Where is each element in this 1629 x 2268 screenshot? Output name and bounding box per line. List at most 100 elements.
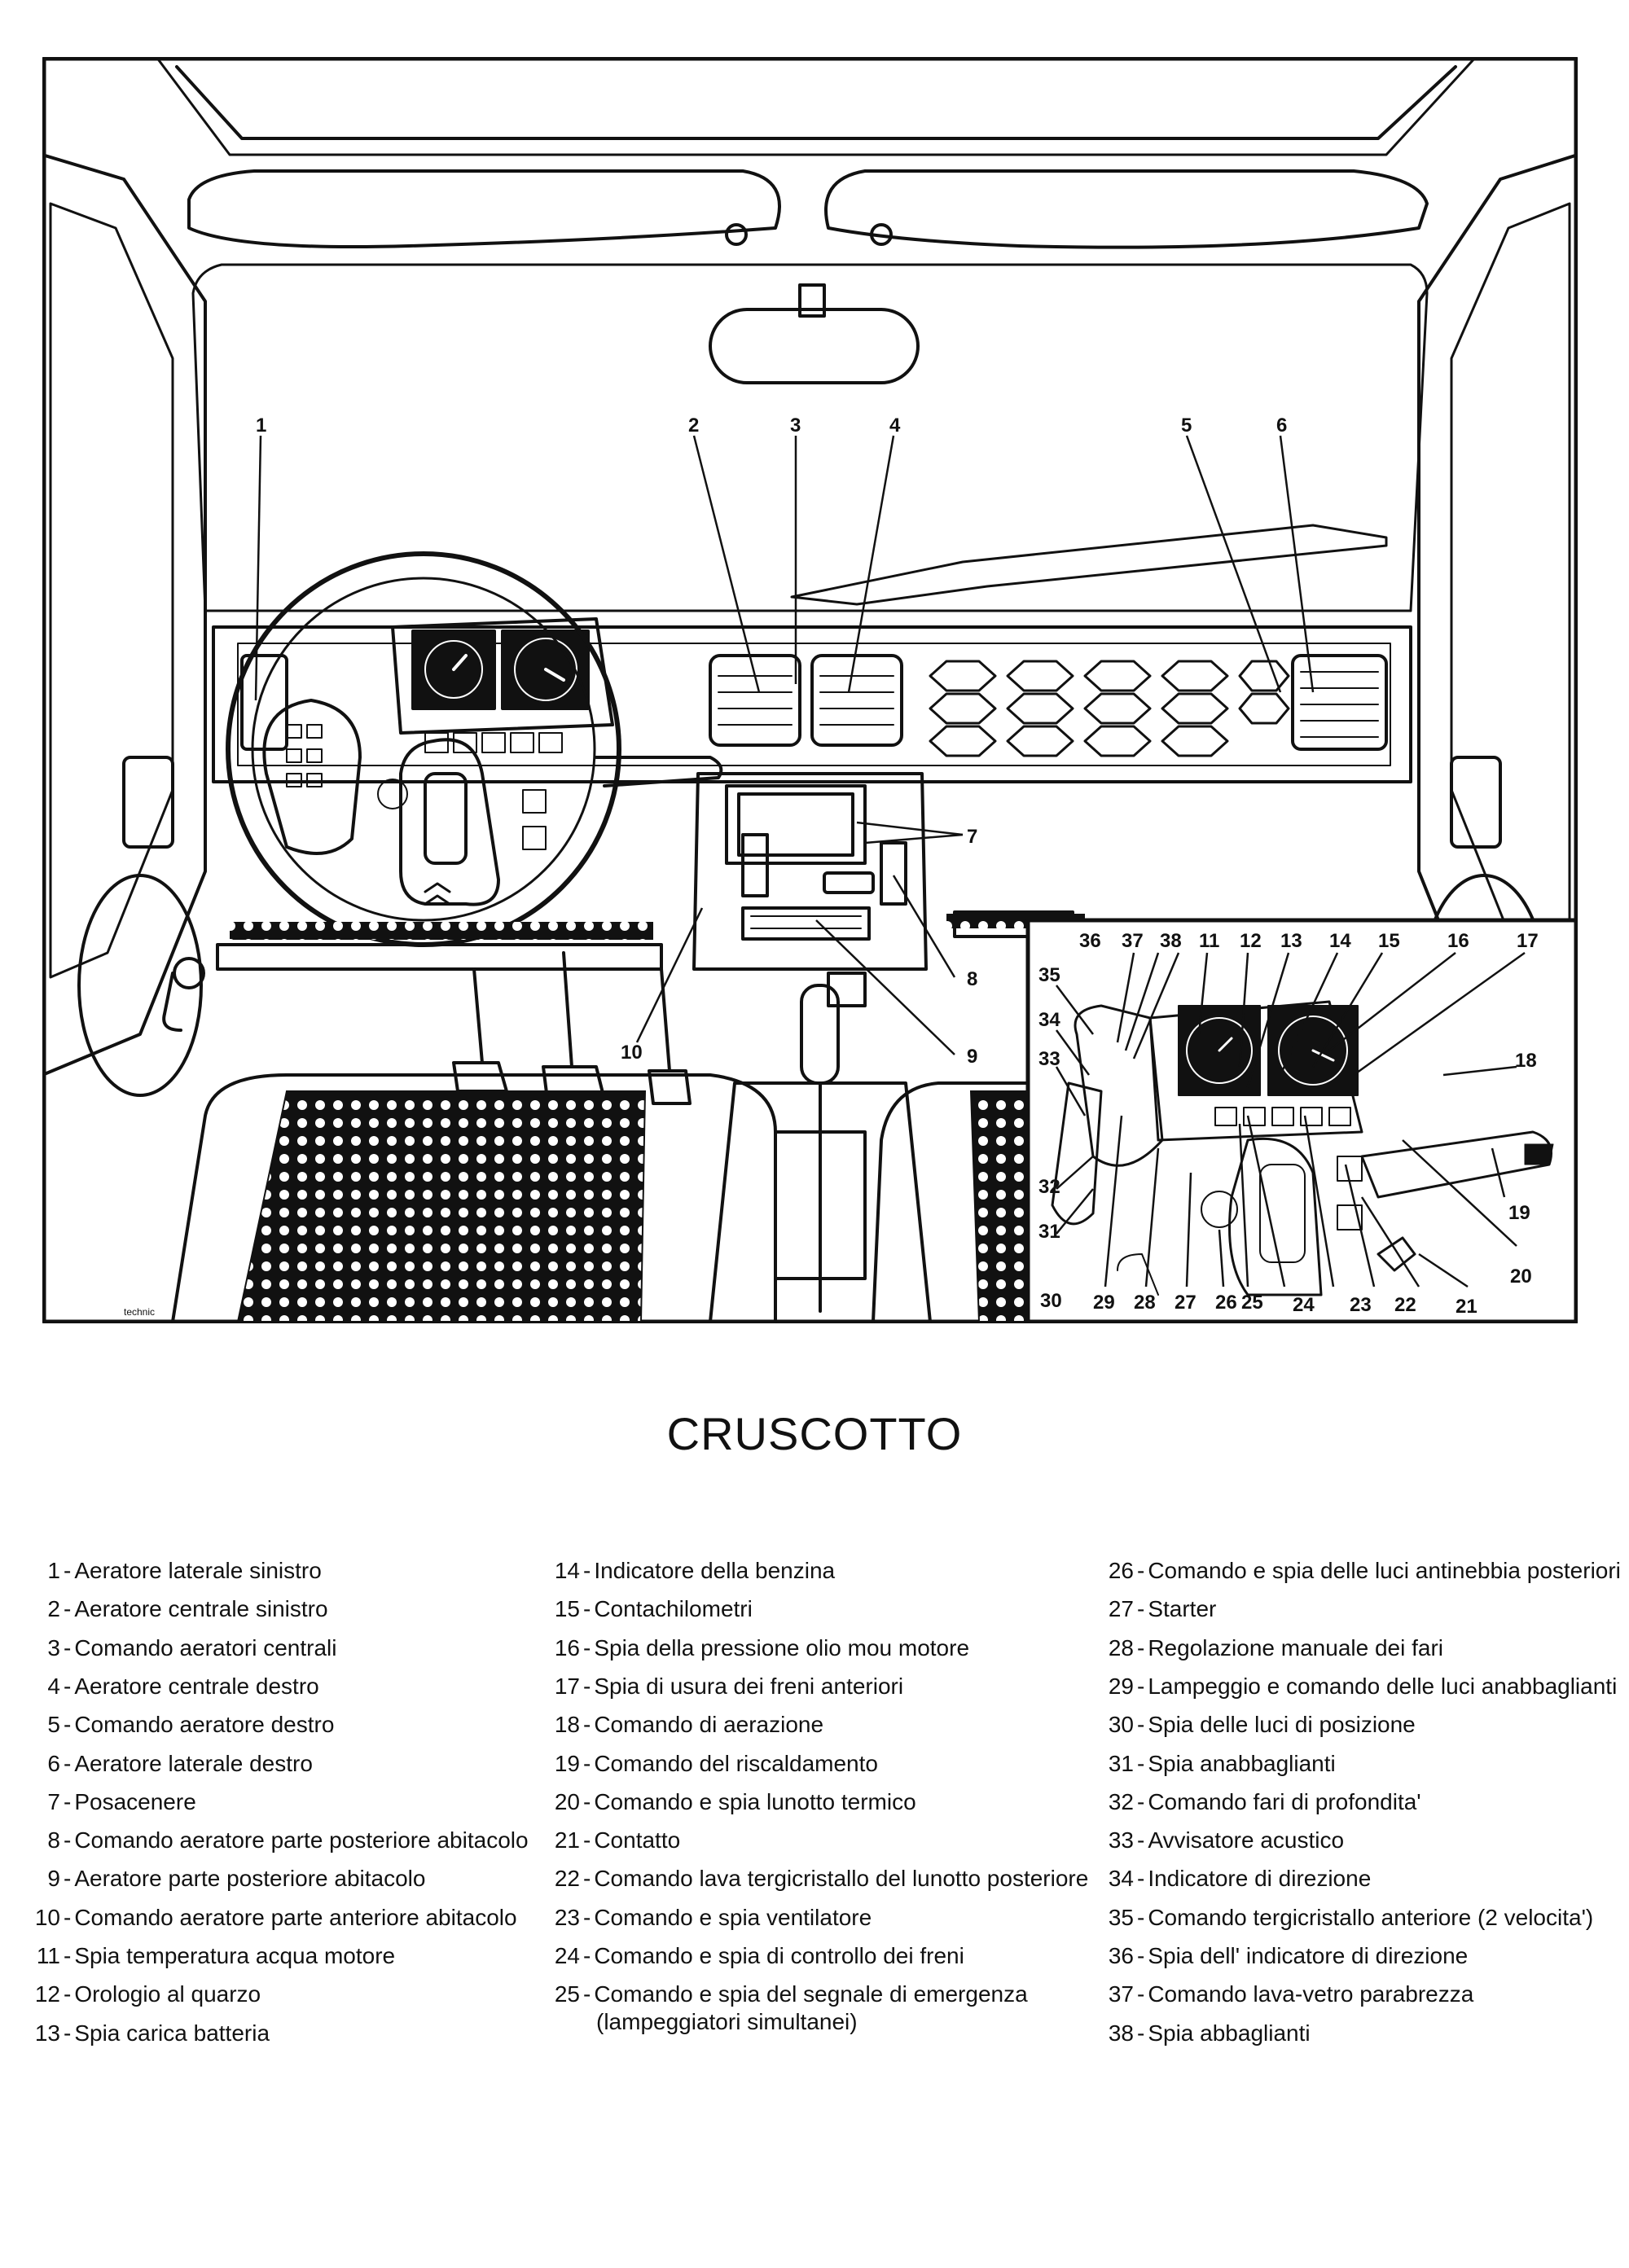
callout-20: 20	[1510, 1266, 1532, 1288]
callout-28: 28	[1134, 1292, 1156, 1314]
legend-item-number: 17	[554, 1673, 580, 1699]
legend-item-number: 37	[1108, 1981, 1134, 2007]
legend-item: 26-Comando e spia delle luci antinebbia …	[1106, 1557, 1621, 1585]
left-side-vent	[240, 654, 288, 751]
legend-item-text: Contachilometri	[594, 1596, 753, 1622]
legend-item: 3-Comando aeratori centrali	[33, 1634, 336, 1662]
legend-item: 11-Spia temperatura acqua motore	[33, 1942, 395, 1970]
legend-item-number: 27	[1108, 1596, 1134, 1622]
legend-separator: -	[583, 1596, 591, 1622]
legend-separator: -	[1137, 1981, 1145, 2007]
legend-item: 28-Regolazione manuale dei fari	[1106, 1634, 1443, 1662]
legend-item-text: Spia dell' indicatore di direzione	[1148, 1943, 1469, 1968]
legend-item-text: Spia anabbaglianti	[1148, 1750, 1336, 1776]
legend-item: 32-Comando fari di profondita'	[1106, 1788, 1421, 1816]
left-door	[49, 202, 174, 979]
leader-lines	[254, 435, 1526, 1288]
legend-separator: -	[64, 1558, 72, 1583]
legend-item-text: Comando aeratore destro	[74, 1712, 335, 1738]
legend-separator: -	[583, 1750, 591, 1776]
legend-separator: -	[1137, 1558, 1145, 1583]
legend-item: 6-Aeratore laterale destro	[33, 1750, 313, 1778]
legend-item-number: 28	[1108, 1634, 1134, 1660]
legend-item: 24-Comando e spia di controllo dei freni	[552, 1942, 964, 1970]
legend-item: 9-Aeratore parte posteriore abitacolo	[33, 1865, 425, 1893]
callout-32: 32	[1038, 1176, 1060, 1198]
legend-item-number: 3	[47, 1634, 60, 1660]
legend-item-number: 13	[34, 2020, 60, 2046]
legend-item: 15-Contachilometri	[552, 1595, 753, 1623]
callout-19: 19	[1508, 1202, 1530, 1224]
legend-separator: -	[1137, 1904, 1145, 1930]
callout-24: 24	[1293, 1294, 1315, 1316]
legend-separator: -	[583, 1558, 591, 1583]
legend-separator: -	[1137, 1943, 1145, 1968]
legend-item-text: Aeratore centrale destro	[74, 1673, 319, 1699]
legend-item: 10-Comando aeratore parte anteriore abit…	[33, 1904, 517, 1932]
legend-item-number: 18	[554, 1712, 580, 1738]
callout-14: 14	[1329, 930, 1351, 952]
legend-item-text: Comando fari di profondita'	[1148, 1788, 1421, 1814]
legend-item-number: 38	[1108, 2020, 1134, 2046]
legend-separator: -	[1137, 1596, 1145, 1622]
callout-26: 26	[1215, 1292, 1237, 1314]
legend-item-text: Comando e spia delle luci antinebbia pos…	[1148, 1558, 1621, 1583]
callout-36: 36	[1079, 930, 1101, 952]
driver-seat	[171, 1073, 777, 1323]
legend-item-number: 20	[554, 1788, 580, 1814]
passenger-seat	[872, 1081, 1054, 1323]
legend-item-text: Posacenere	[74, 1788, 196, 1814]
legend-item: 7-Posacenere	[33, 1788, 196, 1816]
legend-item-text: Aeratore laterale sinistro	[74, 1558, 322, 1583]
legend-item-text: Starter	[1148, 1596, 1217, 1622]
callout-5: 5	[1181, 415, 1192, 436]
callout-2: 2	[688, 415, 699, 436]
callout-35: 35	[1038, 964, 1060, 986]
legend-item-number: 15	[554, 1596, 580, 1622]
accelerator-pedal	[648, 1069, 692, 1105]
legend-item-text: Comando tergicristallo anteriore (2 velo…	[1148, 1904, 1594, 1930]
legend-separator: -	[64, 1866, 72, 1892]
legend-item-number: 2	[47, 1596, 60, 1622]
page-title: CRUSCOTTO	[666, 1408, 963, 1459]
legend-item-text: Spia della pressione olio mou motore	[594, 1634, 970, 1660]
rear-view-mirror	[709, 308, 920, 384]
legend-item: 29-Lampeggio e comando delle luci anabba…	[1106, 1673, 1617, 1700]
legend-item-text: Comando di aerazione	[594, 1712, 824, 1738]
dashboard-grille	[929, 660, 1290, 757]
legend-item-number: 24	[554, 1943, 580, 1968]
floor-mat-left	[230, 922, 653, 940]
legend-item-text: Comando lava-vetro parabrezza	[1148, 1981, 1474, 2007]
legend-item: 27-Starter	[1106, 1595, 1217, 1623]
legend-separator: -	[583, 1827, 591, 1853]
legend-item: 21-Contatto	[552, 1827, 680, 1854]
legend-separator: -	[1137, 1827, 1145, 1853]
legend-item: 30-Spia delle luci di posizione	[1106, 1711, 1416, 1739]
legend-item-number: 16	[554, 1634, 580, 1660]
callout-9: 9	[967, 1046, 977, 1068]
legend-separator: -	[64, 1788, 72, 1814]
left-door-handle	[122, 756, 174, 849]
legend-separator: -	[583, 1981, 591, 2007]
callout-11: 11	[1199, 930, 1219, 952]
legend-separator: -	[583, 1904, 591, 1930]
legend-item: 37-Comando lava-vetro parabrezza	[1106, 1981, 1473, 2008]
callout-22: 22	[1394, 1294, 1416, 1316]
driver-seat-fabric	[236, 1090, 647, 1323]
legend-separator: -	[64, 1634, 72, 1660]
legend-item-number: 5	[47, 1712, 60, 1738]
legend-separator: -	[583, 1866, 591, 1892]
legend-separator: -	[1137, 1673, 1145, 1699]
legend-item: 1-Aeratore laterale sinistro	[33, 1557, 322, 1585]
legend-item: 34-Indicatore di direzione	[1106, 1865, 1371, 1893]
legend-item: 17-Spia di usura dei freni anteriori	[552, 1673, 903, 1700]
clutch-pedal	[452, 1061, 508, 1093]
legend-separator: -	[64, 1750, 72, 1776]
callout-10: 10	[621, 1042, 643, 1064]
legend-item-text: Aeratore parte posteriore abitacolo	[74, 1866, 426, 1892]
right-side-vent	[1291, 654, 1388, 751]
legend-item-text: Comando lava tergicristallo del lunotto …	[594, 1866, 1089, 1892]
legend-item-text: Comando e spia di controllo dei freni	[594, 1943, 964, 1968]
legend-item-text: Orologio al quarzo	[74, 1981, 261, 2007]
